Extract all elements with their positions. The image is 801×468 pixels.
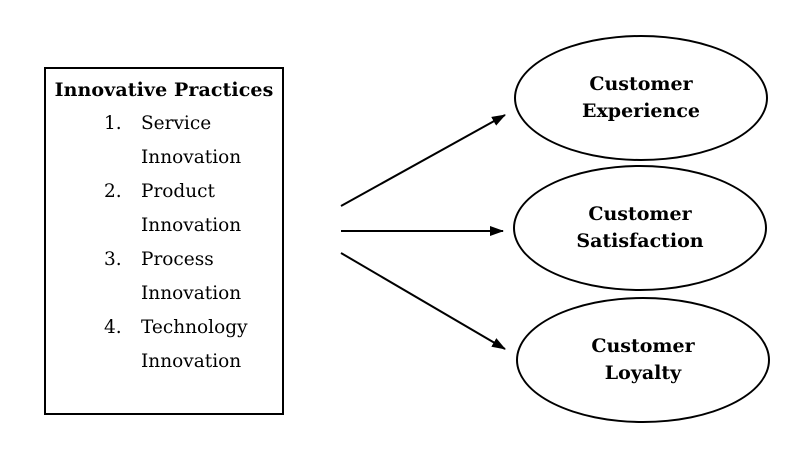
practice-number: 1. — [104, 113, 122, 134]
innovative-practices-box: Innovative Practices 1. Service Innovati… — [44, 67, 284, 415]
outcome-label: Customer Experience — [582, 73, 700, 122]
practice-label: Product Innovation — [141, 181, 242, 236]
practices-title: Innovative Practices — [54, 79, 274, 101]
outcome-oval-experience: Customer Experience — [514, 35, 768, 161]
arrow-to-loyalty — [340, 252, 506, 350]
practice-item-technology: 4. Technology Innovation — [46, 311, 282, 379]
outcome-oval-satisfaction: Customer Satisfaction — [513, 165, 767, 291]
outcome-label: Customer Loyalty — [591, 335, 695, 384]
practice-number: 4. — [104, 317, 122, 338]
practice-label: Service Innovation — [141, 113, 242, 168]
practice-label: Technology Innovation — [141, 317, 248, 372]
outcome-oval-loyalty: Customer Loyalty — [516, 297, 770, 423]
practice-label: Process Innovation — [141, 249, 242, 304]
practice-item-service: 1. Service Innovation — [46, 107, 282, 175]
outcome-label: Customer Satisfaction — [576, 203, 704, 252]
practice-number: 3. — [104, 249, 122, 270]
practice-item-process: 3. Process Innovation — [46, 243, 282, 311]
arrow-to-experience — [340, 114, 506, 207]
practice-item-product: 2. Product Innovation — [46, 175, 282, 243]
practice-number: 2. — [104, 181, 122, 202]
